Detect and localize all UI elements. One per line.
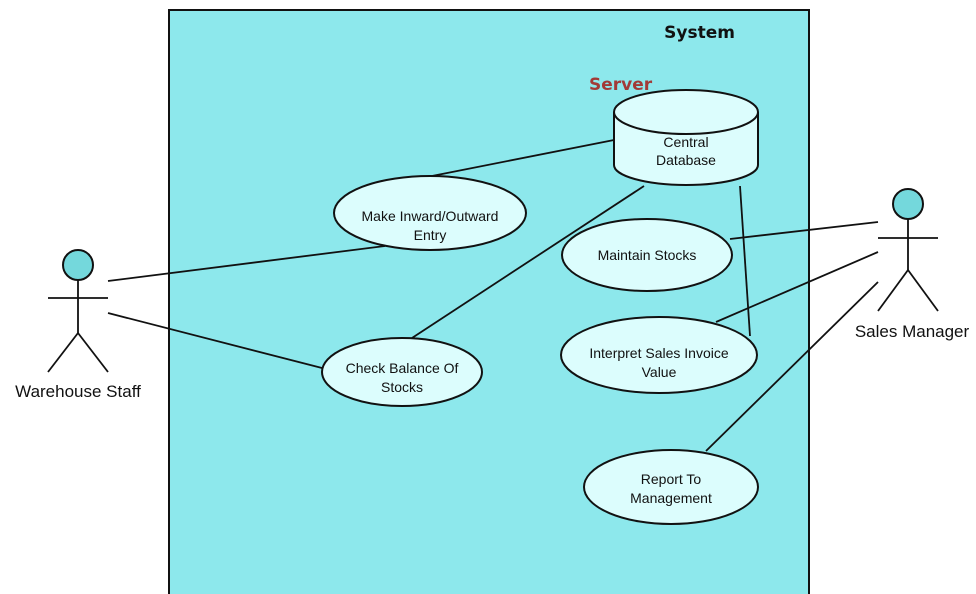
database-label-line1: Central [663, 134, 708, 150]
line-warehouse-check-balance [107, 312, 323, 369]
system-label: System [664, 23, 735, 43]
use-case-make-entry: Make Inward/Outward Entry [333, 175, 527, 251]
use-case-check-balance-line2: Stocks [381, 379, 423, 395]
use-case-interpret-sales-line2: Value [642, 364, 677, 380]
sales-manager-label: Sales Manager [855, 322, 970, 341]
use-case-interpret-sales-line1: Interpret Sales Invoice [589, 345, 729, 361]
actor-warehouse-staff: Warehouse Staff [15, 249, 141, 401]
use-case-report-line1: Report To [641, 471, 702, 487]
warehouse-staff-head-icon [62, 249, 94, 281]
line-sales-interpret-sales [715, 251, 879, 323]
use-case-report-shape [583, 449, 759, 525]
line-warehouse-make-entry [107, 245, 386, 282]
use-case-maintain-stocks: Maintain Stocks [561, 218, 733, 292]
sales-manager-left-leg [877, 269, 909, 312]
use-case-make-entry-shape [333, 175, 527, 251]
line-database-make-entry [431, 139, 615, 177]
line-sales-report [705, 281, 879, 452]
warehouse-staff-left-leg [47, 332, 79, 373]
use-case-make-entry-line2: Entry [414, 227, 447, 243]
use-case-report: Report To Management [583, 449, 759, 525]
warehouse-staff-label: Warehouse Staff [15, 382, 141, 401]
use-case-make-entry-line1: Make Inward/Outward [362, 208, 499, 224]
use-case-check-balance-line1: Check Balance Of [346, 360, 459, 376]
database-top [613, 89, 759, 135]
actor-sales-manager: Sales Manager [855, 188, 970, 341]
use-case-check-balance: Check Balance Of Stocks [321, 337, 483, 407]
database-label-line2: Database [656, 152, 716, 168]
central-database: Central Database [613, 89, 759, 186]
use-case-interpret-sales-shape [560, 316, 758, 394]
line-database-interpret-sales [739, 185, 751, 337]
sales-manager-head-icon [892, 188, 924, 220]
line-database-check-balance [411, 185, 645, 339]
use-case-report-line2: Management [630, 490, 712, 506]
associations [107, 139, 879, 452]
use-case-check-balance-shape [321, 337, 483, 407]
warehouse-staff-right-leg [77, 332, 109, 373]
server-label: Server [589, 75, 653, 95]
sales-manager-right-leg [907, 269, 939, 312]
use-case-maintain-stocks-shape [561, 218, 733, 292]
line-sales-maintain-stocks [729, 221, 879, 240]
use-case-maintain-stocks-line1: Maintain Stocks [598, 247, 697, 263]
use-case-interpret-sales: Interpret Sales Invoice Value [560, 316, 758, 394]
